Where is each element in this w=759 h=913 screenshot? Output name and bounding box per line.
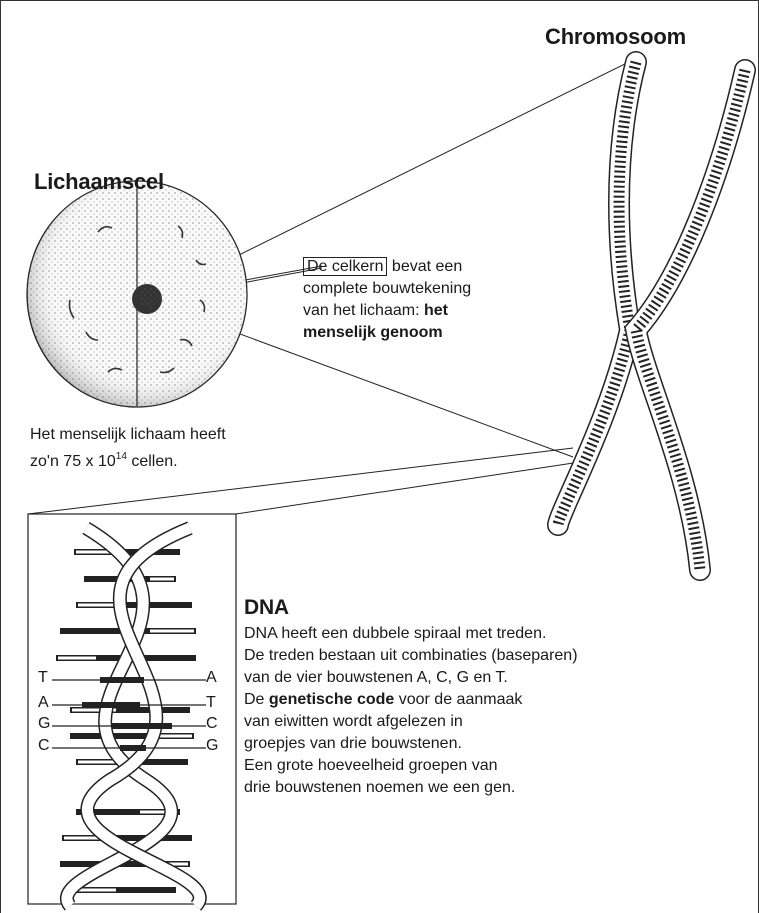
cell-count-exponent: 14 bbox=[116, 451, 127, 462]
dna-text-block: DNA DNA heeft een dubbele spiraal met tr… bbox=[244, 596, 578, 799]
cell-count-caption: Het menselijk lichaam heeft zo'n 75 x 10… bbox=[30, 424, 226, 473]
dna-line: voor de aanmaak bbox=[394, 691, 522, 708]
cell-count-line: Het menselijk lichaam heeft bbox=[30, 424, 226, 446]
chromosome-drawing bbox=[558, 62, 745, 570]
base-left: T bbox=[38, 669, 48, 687]
body-cell-title: Lichaamscel bbox=[34, 169, 164, 195]
dna-line: Een grote hoeveelheid groepen van bbox=[244, 755, 578, 777]
nucleus-caption-text: bevat een bbox=[387, 258, 462, 275]
cell-count-line: cellen. bbox=[127, 453, 178, 470]
base-left: A bbox=[38, 694, 49, 712]
nucleus-bold-text: het bbox=[424, 302, 448, 319]
nucleus-caption: De celkern bevat een complete bouwtekeni… bbox=[303, 256, 471, 344]
dna-line: De bbox=[244, 691, 269, 708]
base-right: C bbox=[206, 715, 218, 733]
dna-line: De treden bestaan uit combinaties (basep… bbox=[244, 645, 578, 667]
dna-line: drie bouwstenen noemen we een gen. bbox=[244, 777, 578, 799]
nucleus-boxed-label: De celkern bbox=[303, 257, 387, 276]
chromosome-title: Chromosoom bbox=[545, 24, 686, 50]
dna-line: van eiwitten wordt afgelezen in bbox=[244, 711, 578, 733]
dna-line: DNA heeft een dubbele spiraal met treden… bbox=[244, 623, 578, 645]
base-right: G bbox=[206, 737, 218, 755]
dna-line: groepjes van drie bouwstenen. bbox=[244, 733, 578, 755]
body-cell-drawing bbox=[27, 181, 247, 407]
cell-count-line: zo'n 75 x 10 bbox=[30, 453, 116, 470]
nucleus-bold-text: menselijk genoom bbox=[303, 322, 471, 344]
base-right: A bbox=[206, 669, 217, 687]
base-left: G bbox=[38, 715, 50, 733]
dna-title: DNA bbox=[244, 596, 578, 620]
dna-line: van de vier bouwstenen A, C, G en T. bbox=[244, 667, 578, 689]
base-left: C bbox=[38, 737, 50, 755]
base-right: T bbox=[206, 694, 216, 712]
nucleus-caption-line: van het lichaam: bbox=[303, 302, 424, 319]
nucleus-caption-line: complete bouwtekening bbox=[303, 278, 471, 300]
dna-bold-term: genetische code bbox=[269, 691, 394, 708]
